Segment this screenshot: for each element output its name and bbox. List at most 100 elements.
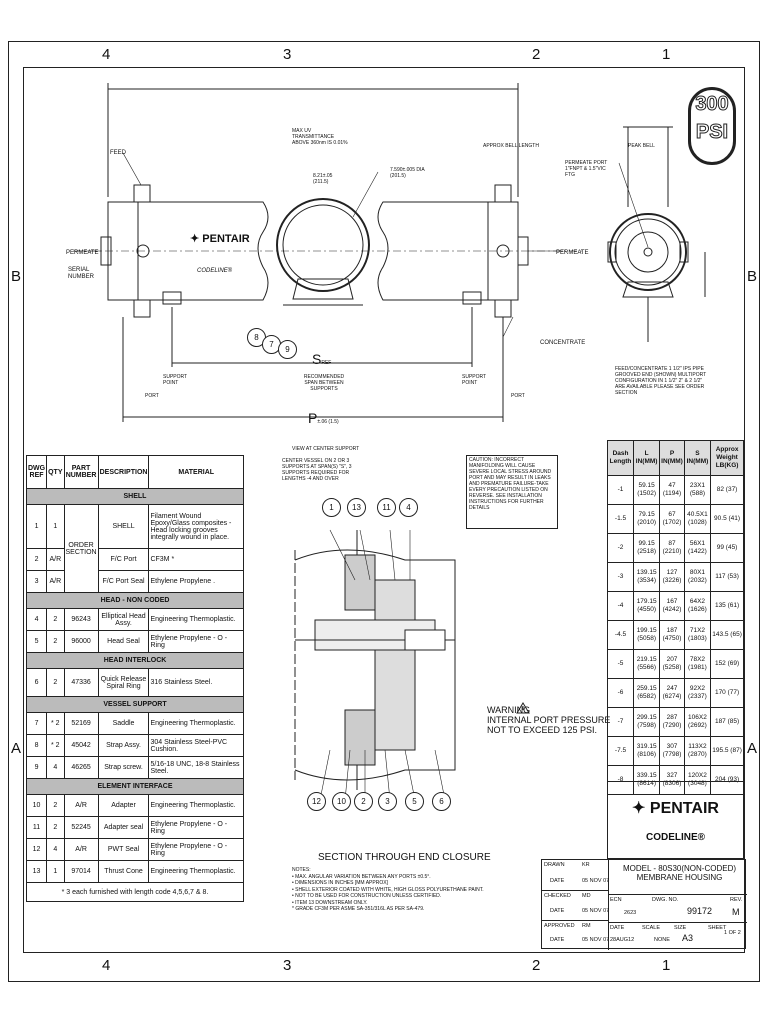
table-row-cell: 2 (46, 630, 65, 653)
psi-value: 300 (695, 93, 729, 116)
zone-bottom-2: 2 (532, 957, 541, 974)
date3-value: 05 NOV 07 (582, 937, 610, 943)
table-cell: 187 (85) (710, 707, 744, 737)
table-row-cell: F/C Port (97, 548, 150, 571)
table-cell: 339.15 (8614) (633, 765, 661, 795)
pressure-rating-badge: 300 PSI (688, 87, 736, 165)
bubble-13: 13 (347, 498, 366, 517)
table-cell: 199.15 (5058) (633, 620, 661, 650)
table-cell: 99 (45) (710, 533, 744, 563)
shell-logo-text: PENTAIR (202, 233, 250, 245)
col-dwg-ref: DWG REF (25, 455, 48, 489)
notes-title: NOTES: (292, 867, 311, 873)
note-line: • NOT TO BE USED FOR CONSTRUCTION UNLESS… (292, 893, 442, 899)
table-row-cell: 96000 (63, 630, 99, 653)
table-cell: -4.5 (606, 620, 635, 650)
table-row-cell: Elliptical Head Assy. (97, 608, 150, 631)
table-cell: 247 (6274) (659, 678, 685, 708)
p-tolerance: ±.06 (1.5) (317, 419, 339, 425)
col-dash-length: Dash Length (606, 440, 635, 476)
note-line: • MAX. ANGULAR VARIATION BETWEEN ANY POR… (292, 873, 431, 880)
table-cell: -7.5 (606, 736, 635, 766)
table-cell: 82 (37) (710, 475, 744, 505)
zone-bottom-3: 3 (283, 957, 292, 974)
table-row-cell: 4 (46, 838, 65, 861)
concentrate-label: CONCENTRATE (540, 340, 586, 346)
note-line: • DIMENSIONS IN INCHES [MM APPROX] (292, 880, 388, 886)
table-row-cell: 6 (25, 668, 48, 697)
bubble-1: 1 (322, 498, 341, 517)
support-point-right: SUPPORT POINT (462, 374, 486, 386)
col-p: P IN(MM) (659, 440, 685, 476)
table-row-cell: Ethylene Propylene . (148, 570, 244, 593)
table-cell: -5 (606, 649, 635, 679)
s-dimension: SREF (312, 351, 331, 367)
table-row-cell: 3 (25, 570, 48, 593)
bubble-3: 3 (378, 792, 397, 811)
approx-bell-label: APPROX BELL LENGTH (483, 143, 539, 149)
table-row-cell: 2 (46, 668, 65, 697)
checked-value: MD (582, 893, 591, 899)
title-logo: ✦ PENTAIR (608, 798, 743, 818)
notes-block: NOTES: • MAX. ANGULAR VARIATION BETWEEN … (292, 867, 512, 913)
table-row-cell: PWT Seal (97, 838, 150, 861)
table-row-cell: * 2 (46, 734, 65, 757)
warning-line1: INTERNAL PORT PRESSURE (487, 715, 611, 725)
table-row-cell: 4 (25, 608, 48, 631)
zone-bottom-4: 4 (102, 957, 111, 974)
table-row-cell: 52169 (63, 712, 99, 735)
drawn-value: KR (582, 862, 590, 868)
table-cell: 78X2 (1981) (683, 649, 712, 679)
uv-note: MAX UV TRANSMITTANCE ABOVE 360nm IS 0.01… (292, 128, 348, 146)
title-logo-box: ✦ PENTAIR CODELINE® (607, 781, 744, 859)
p-letter: P (308, 410, 318, 426)
table-row-cell: 13 (25, 860, 48, 883)
permeate-port-label: PERMEATE PORT 1"FNPT & 1.5"VIC FTG (565, 160, 608, 178)
note-line: • ITEM 13 DOWNSTREAM ONLY. (292, 899, 368, 906)
table-cell: 67 (1702) (659, 504, 685, 534)
table-row-cell: F/C Port Seal (97, 570, 150, 593)
table-cell: -7 (606, 707, 635, 737)
caution-note: CAUTION: INCORRECT MANIFOLDING WILL CAUS… (466, 455, 558, 529)
peak-bell-label: PEAK BELL (628, 143, 655, 149)
bubble-6: 6 (432, 792, 451, 811)
ecn-label: ECN (610, 897, 622, 903)
zone-top-3: 3 (283, 46, 292, 63)
table-cell: 87 (2210) (659, 533, 685, 563)
pentair-logo-icon: ✦ (190, 233, 203, 245)
drawn-label: DRAWN (544, 862, 565, 868)
table-cell: 79.15 (2010) (633, 504, 661, 534)
table-cell: 299.15 (7598) (633, 707, 661, 737)
table-row-cell: 46265 (63, 756, 99, 779)
col-description: DESCRIPTION (97, 455, 150, 489)
table-row-cell: Ethylene Propylene - O - Ring (148, 838, 244, 861)
table-row-cell: Head Seal (97, 630, 150, 653)
approved-label: APPROVED (544, 923, 575, 929)
table-row-cell: 2 (46, 816, 65, 839)
table-cell: 139.15 (3534) (633, 562, 661, 592)
table-row-cell: CF3M * (148, 548, 244, 571)
table-row-cell: Engineering Thermoplastic. (148, 794, 244, 817)
table-cell: 40.5X1 (1028) (683, 504, 712, 534)
table-cell: 187 (4750) (659, 620, 685, 650)
table-row-cell: Engineering Thermoplastic. (148, 608, 244, 631)
table-row-cell: 10 (25, 794, 48, 817)
zone-top-4: 4 (102, 46, 111, 63)
parts-table: DWG REF QTY PART NUMBER DESCRIPTION MATE… (25, 455, 244, 902)
warning-title: WARNING (487, 705, 531, 715)
feed-label: FEED (110, 150, 127, 156)
date1-label: DATE (550, 878, 565, 884)
col-material: MATERIAL (148, 455, 244, 489)
table-row-cell: A/R (46, 570, 65, 593)
table-row-cell: A/R (46, 548, 65, 571)
table-row-cell: Engineering Thermoplastic. (148, 860, 244, 883)
table-cell: 80X1 (2032) (683, 562, 712, 592)
table-cell: -1 (606, 475, 635, 505)
sheet-value: 1 OF 2 (724, 930, 741, 936)
table-cell: 120X2 (3048) (683, 765, 712, 795)
table-cell: 170 (77) (710, 678, 744, 708)
